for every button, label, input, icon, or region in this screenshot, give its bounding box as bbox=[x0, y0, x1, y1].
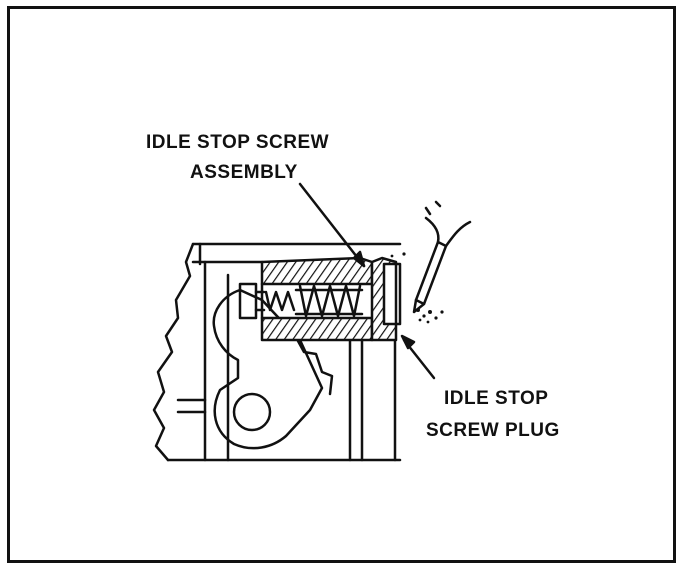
leader-line-assembly bbox=[298, 182, 366, 268]
idle-stop-screw-plug bbox=[382, 262, 402, 326]
spring-coils bbox=[264, 284, 364, 318]
callout-assembly-line-2: ASSEMBLY bbox=[190, 162, 298, 183]
removal-tool bbox=[412, 200, 472, 314]
idle-stop-screw-assembly-housing bbox=[260, 256, 398, 342]
carburetor-body bbox=[152, 242, 402, 462]
leader-arrow-plug bbox=[400, 334, 416, 350]
debris-specks bbox=[390, 252, 444, 324]
screw-tip bbox=[238, 282, 266, 320]
callout-assembly-line-1: IDLE STOP SCREW bbox=[146, 132, 330, 153]
throttle-lever bbox=[212, 288, 334, 450]
leader-arrow-assembly bbox=[352, 250, 366, 268]
callout-plug-line-2: SCREW PLUG bbox=[426, 420, 560, 441]
callout-plug-line-1: IDLE STOP bbox=[444, 388, 549, 409]
